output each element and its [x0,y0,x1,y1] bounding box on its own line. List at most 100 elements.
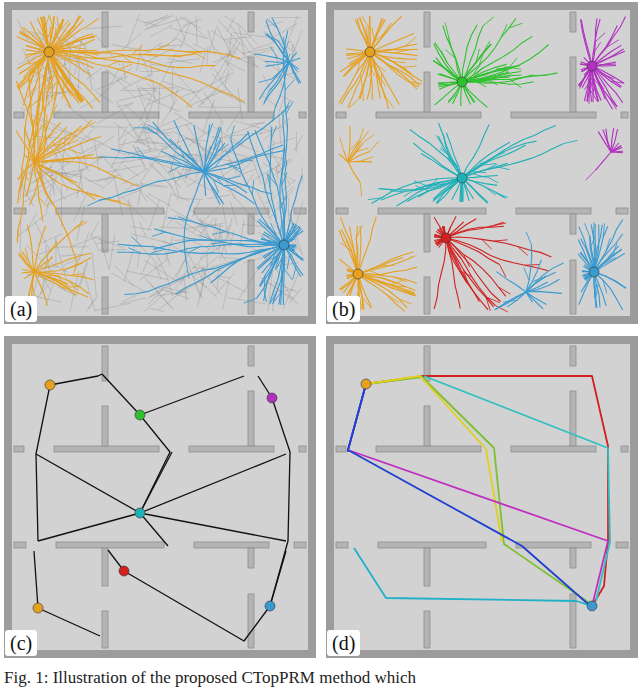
roadmap-edge [225,61,244,72]
roadmap-edge [172,22,188,41]
roadmap-edge [211,48,236,70]
roadmap-edge [85,178,102,186]
tree-branch [34,253,91,272]
roadmap-edge [213,228,218,250]
tree-branch [370,23,391,52]
roadmap-edge [92,253,96,297]
tree-branch [193,52,205,59]
tree-branch [49,36,94,52]
graph-edge [36,385,50,541]
tree-branch [34,161,137,186]
tree-branch [594,272,600,307]
wall [336,208,348,214]
tree-branch [348,143,363,162]
tree-branch [446,238,506,296]
tree-branch [394,50,408,53]
tree-branch [340,137,344,150]
tree-branch [370,44,417,52]
tree-branch [348,162,360,183]
roadmap-edge [263,118,290,140]
tree-branch [49,52,192,108]
tree-branch [462,82,488,107]
tree-branch [212,232,226,235]
roadmap-edge [252,157,261,184]
roadmap-edge [145,128,158,150]
roadmap-edge [149,308,164,311]
roadmap-edge [94,140,98,170]
roadmap-edge [73,190,88,221]
tree-branch [358,217,376,274]
tree-branch [74,261,77,275]
tree-branch [22,251,34,272]
tree-branch [446,238,460,309]
roadmap-edge [70,236,99,247]
tree-branch [446,238,479,302]
tree-branch [370,52,380,99]
tree-branch [34,226,46,272]
tree-branch [45,15,50,28]
tree-branch [586,170,596,180]
roadmap-edge [119,90,154,91]
graph-edge [140,452,172,513]
tree-branch [34,162,130,206]
tree-branch [289,58,300,62]
roadmap-edge [223,122,264,137]
tree-branch [472,171,486,172]
roadmap-edge [160,227,184,228]
roadmap-edge [122,197,145,221]
wall [189,446,274,452]
tree-branch [592,66,598,101]
roadmap-edge [187,261,200,297]
wall [570,260,576,314]
graph-edge [124,571,270,641]
tree-branch [34,257,53,272]
tree-branch [403,66,417,67]
tree-branch [157,44,170,49]
tree-branch [584,66,592,101]
roadmap-edge [169,28,208,39]
tree-branch [339,52,370,103]
roadmap-edge [216,276,246,292]
tree-branch [495,67,508,71]
tree-branch [370,52,419,87]
tree-branch [66,140,79,145]
tree-branch [211,245,284,283]
roadmap-edge [140,86,160,102]
roadmap-edge [51,171,55,196]
tree-branch [594,272,623,310]
roadmap-edge [140,222,146,236]
tree-branch [34,120,92,162]
tree-branch [264,288,267,302]
wall [248,548,254,568]
tree-branch [34,162,43,221]
panel-label: (a) [5,296,37,322]
tree-branch [495,292,526,310]
tree-branch [446,226,504,238]
guard-node [265,601,275,611]
wall [570,346,576,366]
tree-branch [526,292,543,309]
roadmap-edge [158,88,160,132]
roadmap-edge [112,273,146,292]
wall [54,112,159,118]
wall [248,346,254,366]
roadmap-edge [275,290,294,292]
guard-node [135,410,145,420]
roadmap-edge [91,233,98,249]
wall [248,260,254,314]
roadmap-edge [85,26,121,29]
tree-branch [34,126,82,162]
roadmap-edge [127,14,139,46]
roadmap-edge [88,178,114,182]
tree-branch [73,48,87,50]
roadmap-edge [167,214,178,226]
roadmap-edge [111,139,126,169]
tree-branch [594,226,608,272]
roadmap-edge [18,212,48,236]
tree-branch [358,274,405,311]
graph-edge [270,551,286,606]
distinct-path [366,377,592,606]
wall [516,208,591,214]
tree-branch [25,127,35,162]
tree-branch [204,172,247,193]
